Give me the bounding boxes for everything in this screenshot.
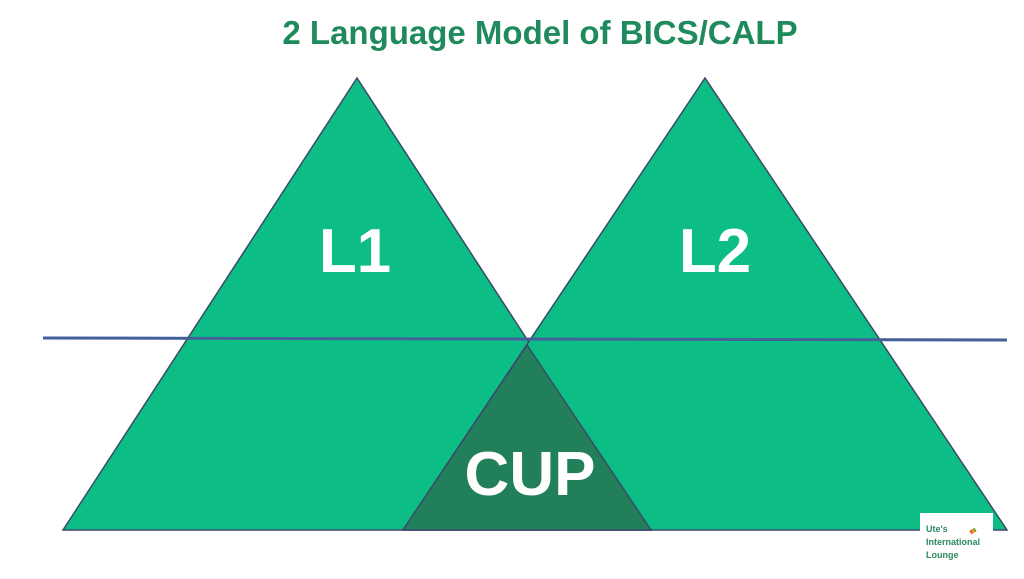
logo: Ute's International Lounge <box>920 513 993 571</box>
logo-line-2: International <box>926 537 981 547</box>
label-l1: L1 <box>319 217 391 286</box>
label-cup: CUP <box>465 440 596 509</box>
triangle-cup <box>401 343 653 531</box>
surface-line <box>42 336 1008 342</box>
logo-line-1: Ute's <box>926 524 948 534</box>
logo-line-3: Lounge <box>926 550 959 560</box>
diagram-title: 2 Language Model of BICS/CALP <box>282 14 798 51</box>
logo-mark-icon <box>969 527 977 535</box>
label-l2: L2 <box>679 217 751 286</box>
